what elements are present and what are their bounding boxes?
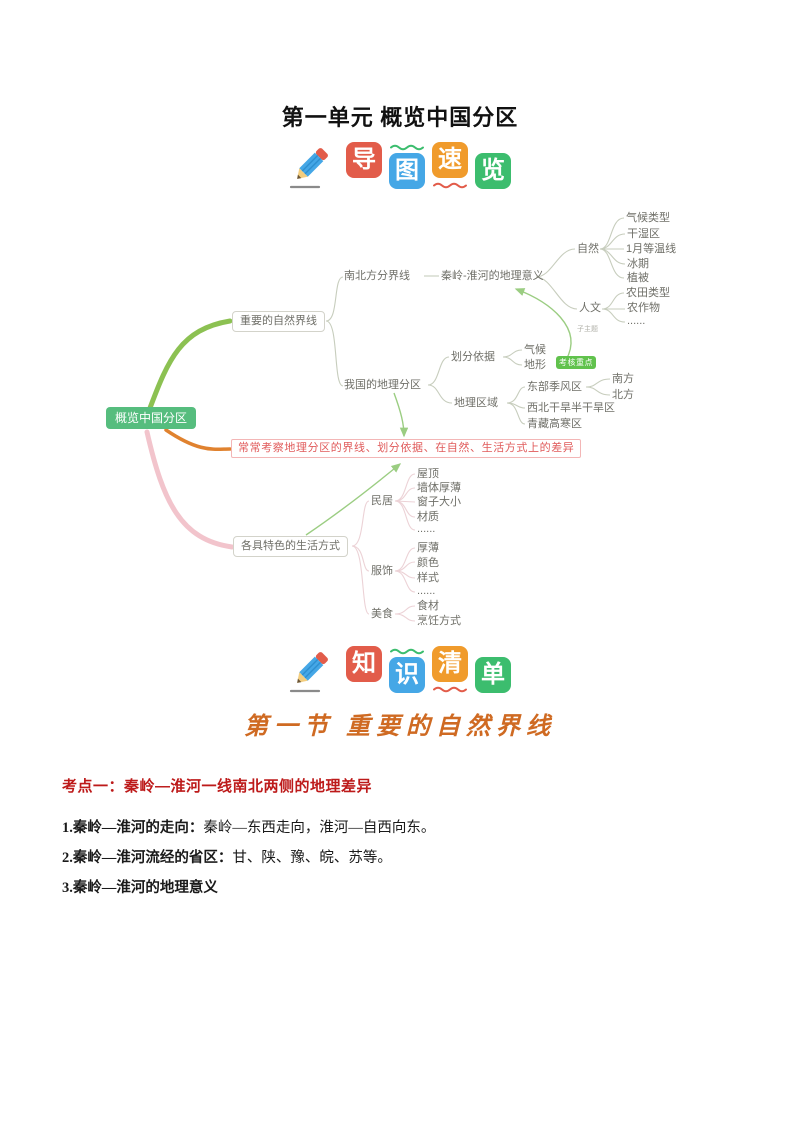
node-ingredients: 食材	[417, 600, 439, 612]
green-wavy-icon	[390, 648, 424, 655]
exam-focus-badge: 考核重点	[556, 356, 596, 369]
tile-char: 清	[432, 646, 468, 682]
node-ns-boundary: 南北方分界线	[344, 270, 410, 282]
pencil-icon	[289, 141, 335, 191]
node-thickness: 厚薄	[417, 542, 439, 554]
tile-char: 导	[346, 142, 382, 178]
node-important-lines: 重要的自然界线	[232, 311, 325, 332]
keypoint-title: 秦岭—淮河一线南北两侧的地理差异	[124, 778, 373, 795]
node-subtopic-note: 子主题	[577, 326, 598, 333]
node-geo-regions: 地理区域	[454, 397, 498, 409]
mindmap-banner: 导 图 速 览	[0, 141, 800, 199]
node-north: 北方	[612, 389, 634, 401]
node-northwest-arid: 西北干旱半干旱区	[527, 402, 615, 414]
node-dry-wet-zone: 干湿区	[627, 228, 660, 240]
list-item: 3.秦岭—淮河的地理意义	[62, 876, 218, 897]
tile-char: 图	[389, 153, 425, 189]
node-vegetation: 植被	[627, 272, 649, 284]
banner1-tile-2: 图	[389, 141, 425, 193]
item-label: 1.秦岭—淮河的走向：	[62, 820, 204, 836]
upper-connectors	[325, 217, 626, 425]
item-label: 2.秦岭—淮河流经的省区：	[62, 850, 233, 866]
node-root: 概览中国分区	[106, 407, 197, 429]
mindmap: 概览中国分区 重要的自然界线 南北方分界线 秦岭-淮河的地理意义 自然 气候类型…	[106, 212, 677, 627]
node-climate: 气候	[524, 344, 546, 356]
tile-char: 识	[389, 657, 425, 693]
tile-char: 览	[475, 153, 511, 189]
node-geo-divisions: 我国的地理分区	[344, 379, 421, 391]
banner2-tile-3: 清	[432, 645, 468, 697]
node-human: 人文	[579, 302, 601, 314]
red-wavy-icon	[433, 686, 467, 693]
node-qinling-meaning: 秦岭-淮河的地理意义	[441, 270, 544, 282]
mindmap-connectors	[144, 217, 626, 622]
banner2-tile-4: 单	[475, 645, 511, 697]
node-dwelling: 民居	[371, 495, 393, 507]
node-clothing: 服饰	[371, 565, 393, 577]
keypoint-heading: 考点一：秦岭—淮河一线南北两侧的地理差异	[62, 775, 372, 796]
node-food: 美食	[371, 608, 393, 620]
node-lifestyle: 各具特色的生活方式	[233, 536, 348, 557]
list-item: 2.秦岭—淮河流经的省区：甘、陕、豫、皖、苏等。	[62, 846, 392, 867]
node-climate-type: 气候类型	[626, 212, 670, 224]
node-natural: 自然	[577, 243, 599, 255]
node-window-size: 窗子大小	[417, 496, 461, 508]
tile-char: 单	[475, 657, 511, 693]
list-item: 1.秦岭—淮河的走向：秦岭—东西走向，淮河—自西向东。	[62, 816, 435, 837]
pencil-icon	[289, 645, 335, 695]
node-material: 材质	[417, 511, 439, 523]
banner2-tile-2: 识	[389, 645, 425, 697]
node-east-monsoon: 东部季风区	[527, 381, 582, 393]
green-wavy-icon	[390, 144, 424, 151]
banner1-tile-1: 导	[346, 141, 382, 193]
tile-char: 知	[346, 646, 382, 682]
node-crops: 农作物	[627, 302, 660, 314]
keypoint-label: 考点一：	[62, 778, 125, 795]
node-ice-period: 冰期	[627, 258, 649, 270]
page-title: 第一单元 概览中国分区	[281, 105, 519, 130]
node-qingzang-alpine: 青藏高寒区	[527, 418, 582, 430]
node-ellipsis-2: ......	[417, 523, 436, 535]
node-color: 颜色	[417, 557, 439, 569]
item-text: 甘、陕、豫、皖、苏等。	[232, 850, 392, 866]
node-division-basis: 划分依据	[451, 351, 495, 363]
relation-arrows	[305, 288, 572, 536]
node-wall-thickness: 墙体厚薄	[417, 482, 461, 494]
node-roof: 屋顶	[417, 468, 439, 480]
main-branches	[144, 318, 235, 550]
red-wavy-icon	[433, 182, 467, 189]
exam-note: 常常考察地理分区的界线、划分依据、在自然、生活方式上的差异	[231, 439, 582, 458]
item-text: 秦岭—东西走向，淮河—自西向东。	[203, 820, 436, 836]
section-title: 第一节 重要的自然界线	[244, 714, 556, 740]
node-cooking-method: 烹饪方式	[417, 615, 461, 627]
node-farmland-type: 农田类型	[626, 287, 670, 299]
banner1-tile-4: 览	[475, 141, 511, 193]
banner1-tile-3: 速	[432, 141, 468, 193]
node-ellipsis-3: ......	[417, 585, 436, 597]
lifestyle-connectors	[351, 473, 416, 622]
node-style: 样式	[417, 572, 439, 584]
item-label: 3.秦岭—淮河的地理意义	[62, 880, 218, 896]
knowledge-banner: 知 识 清 单	[0, 645, 800, 703]
node-jan-isotherm: 1月等温线	[626, 243, 677, 255]
banner2-tile-1: 知	[346, 645, 382, 697]
node-south: 南方	[612, 373, 634, 385]
tile-char: 速	[432, 142, 468, 178]
node-ellipsis-1: ......	[627, 315, 646, 327]
node-terrain: 地形	[524, 359, 546, 371]
